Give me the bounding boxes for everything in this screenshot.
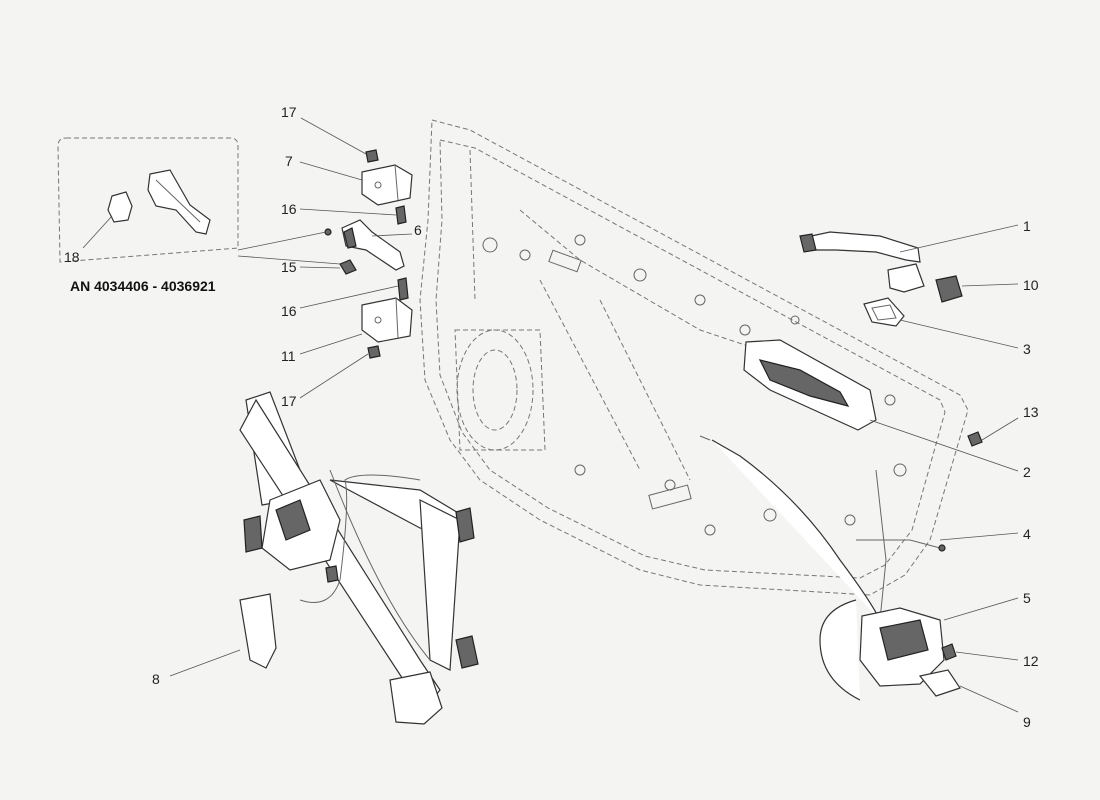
part-4-rod [856, 539, 946, 552]
part-2-handle-bracket [743, 339, 877, 431]
part-16-bolt-lower [397, 277, 409, 301]
callout-10: 10 [1023, 277, 1039, 293]
callout-7: 7 [285, 153, 293, 169]
part-8-window-regulator [239, 391, 479, 725]
callout-5: 5 [1023, 590, 1031, 606]
part-9-striker [918, 669, 961, 697]
part-3-gasket [863, 297, 905, 327]
callout-17-lower: 17 [281, 393, 297, 409]
part-10-cap [935, 275, 963, 303]
callout-2: 2 [1023, 464, 1031, 480]
callout-12: 12 [1023, 653, 1039, 669]
callout-3: 3 [1023, 341, 1031, 357]
part-6-door-check [324, 219, 405, 271]
part-1-outer-handle [799, 231, 925, 293]
part-16-bolt-top [395, 205, 407, 225]
part-7-hinge-upper [361, 164, 413, 206]
callout-13: 13 [1023, 404, 1039, 420]
callout-8: 8 [152, 671, 160, 687]
part-15-nut [339, 259, 357, 275]
part-11-hinge-lower [361, 297, 413, 343]
callout-9: 9 [1023, 714, 1031, 730]
door-inner-panel [419, 119, 969, 596]
part-17-screw-lower [367, 345, 381, 359]
callout-18: 18 [64, 249, 80, 265]
callout-4: 4 [1023, 526, 1031, 542]
callout-15: 15 [281, 259, 297, 275]
callout-16-lower: 16 [281, 303, 297, 319]
callout-1: 1 [1023, 218, 1031, 234]
part-18-bumper [107, 169, 211, 235]
callout-16-top: 16 [281, 201, 297, 217]
cables [699, 435, 887, 701]
part-5-door-latch [859, 607, 945, 687]
part-13-clip [967, 431, 983, 447]
leader-lines [82, 117, 1019, 713]
part-12-screw [941, 643, 957, 661]
callout-6: 6 [414, 222, 422, 238]
callout-17-top: 17 [281, 104, 297, 120]
inset-frame [57, 137, 239, 263]
serial-range-label: AN 4034406 - 4036921 [70, 278, 216, 294]
callout-11: 11 [281, 348, 296, 364]
part-17-screw-top [365, 149, 379, 163]
